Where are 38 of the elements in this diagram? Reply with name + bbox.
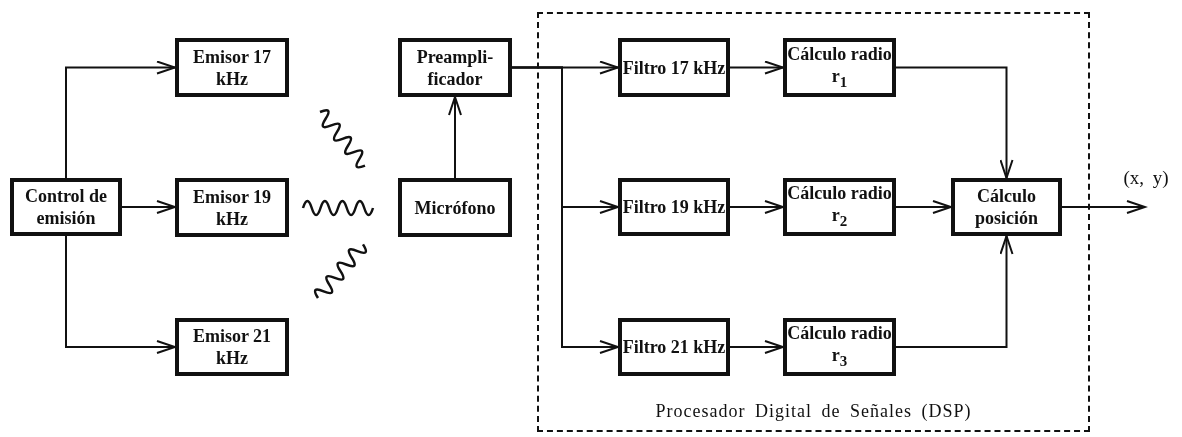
block-label: Emisor 19 kHz [191,185,273,230]
arrow [729,60,784,75]
block-box [618,38,730,97]
arrow [895,235,1014,348]
arrow [65,60,176,179]
arrow [895,66,1014,179]
block-label: Cálculo radio r$_{1}$ [787,42,892,92]
block-label: Filtro 19 kHz [622,196,726,218]
block-label: Preampli- ficador [415,45,495,90]
block-box [398,178,512,237]
arrow [448,96,462,179]
arrow [895,200,952,214]
block-box [175,178,289,237]
block-box [951,178,1062,236]
block-label: Emisor 17 kHz [191,45,273,90]
block-label: Micrófono [414,196,496,219]
edge-label: (x, y) [1121,167,1171,189]
block-box [175,318,289,376]
block-box [175,38,289,97]
arrow [729,340,784,354]
arrow [729,200,784,214]
block-label: Cálculo radio r$_{3}$ [787,322,892,371]
block-box [618,178,730,236]
block-label: Emisor 21 kHz [191,325,273,369]
block-box [618,318,730,376]
block-label: Cálculo posición [974,185,1039,229]
block-box [398,38,512,97]
block-box [10,178,122,236]
block-label: Cálculo radio r$_{2}$ [787,182,892,231]
dashed-group-frame [537,12,1090,432]
block-label: Control de emisión [23,185,109,229]
arrow [1061,200,1146,214]
block-label: Filtro 21 kHz [622,336,726,358]
arrow [65,235,176,354]
block-label: Filtro 17 kHz [622,56,726,79]
arrow [511,66,619,354]
block-label: Procesador Digital de Señales (DSP) [655,400,972,422]
arrow [121,200,176,214]
